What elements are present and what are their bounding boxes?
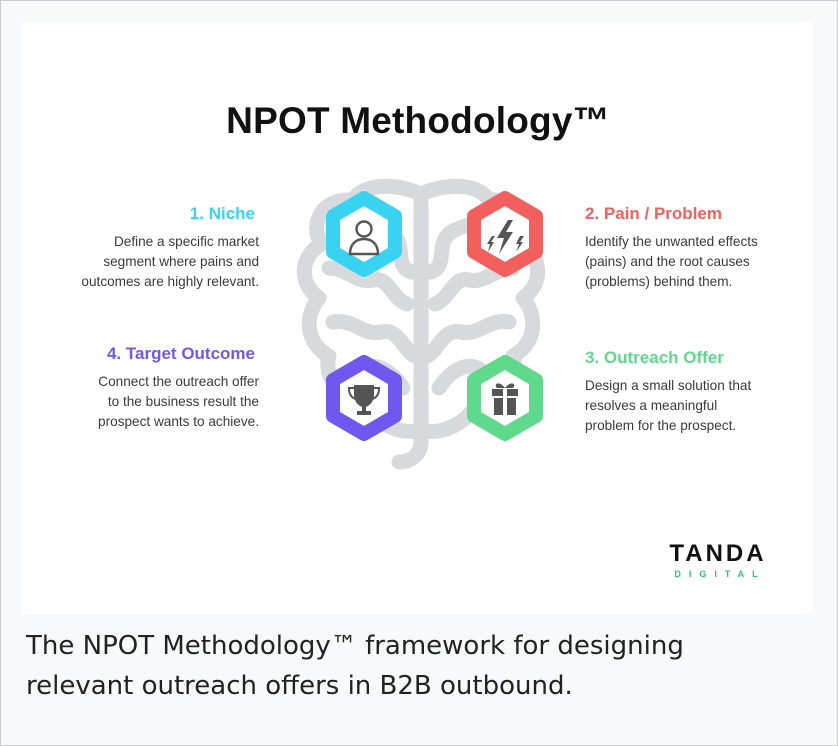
gift-icon <box>492 383 518 415</box>
target-outcome-node <box>326 355 402 441</box>
pain-problem-description: Identify the unwanted effects (pains) an… <box>585 232 805 292</box>
niche-node <box>326 190 402 278</box>
pain-problem-heading: 2. Pain / Problem <box>585 204 722 223</box>
brand-logo: TANDA <box>669 540 767 567</box>
trophy-icon <box>347 385 381 415</box>
outreach-offer-node <box>467 355 543 441</box>
pain-problem-description-line: (problems) behind them. <box>585 274 733 289</box>
brand-logo-subtitle: DIGITAL <box>674 569 766 579</box>
target-outcome-description: Connect the outreach offer to the busine… <box>43 372 259 432</box>
target-outcome-description-line: Connect the outreach offer <box>98 374 259 389</box>
niche-description-line: Define a specific market <box>113 234 259 249</box>
outreach-offer-description: Design a small solution that resolves a … <box>585 376 805 436</box>
infographic-title: NPOT Methodology™ <box>226 100 610 141</box>
outreach-offer-heading: 3. Outreach Offer <box>585 348 724 367</box>
outreach-offer-description-line: Design a small solution that <box>585 378 752 393</box>
caption-line: relevant outreach offers in B2B outbound… <box>26 671 573 701</box>
caption-line: The NPOT Methodology™ framework for desi… <box>26 631 684 661</box>
niche-description-line: outcomes are highly relevant. <box>81 274 259 289</box>
pain-problem-description-line: Identify the unwanted effects <box>585 234 758 249</box>
target-outcome-heading: 4. Target Outcome <box>107 344 255 363</box>
target-outcome-description-line: to the business result the <box>107 394 259 409</box>
pain-problem-description-line: (pains) and the root causes <box>585 254 750 269</box>
outreach-offer-description-line: problem for the prospect. <box>585 418 737 433</box>
lightning-icon <box>487 220 524 254</box>
figure-caption: The NPOT Methodology™ framework for desi… <box>26 626 816 706</box>
npot-diagram <box>296 178 546 470</box>
person-icon <box>348 220 380 256</box>
niche-description-line: segment where pains and <box>103 254 259 269</box>
niche-description: Define a specific market segment where p… <box>43 232 259 292</box>
infographic-card: NPOT Methodology™ <box>23 22 813 614</box>
pain-problem-node <box>467 191 543 277</box>
target-outcome-description-line: prospect wants to achieve. <box>98 414 259 429</box>
niche-heading: 1. Niche <box>189 204 255 223</box>
outreach-offer-description-line: resolves a meaningful <box>585 398 718 413</box>
